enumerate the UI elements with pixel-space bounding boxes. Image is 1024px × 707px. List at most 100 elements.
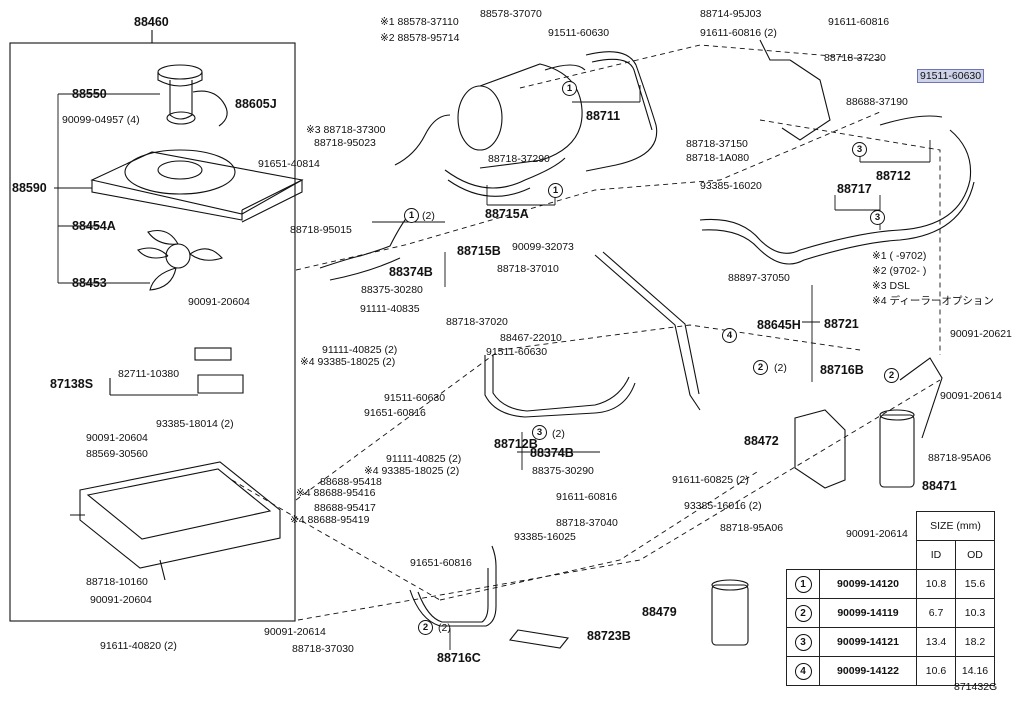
part-88374B-top[interactable]: 88374B (389, 265, 433, 279)
part-93385-18014[interactable]: 93385-18014 (2) (156, 418, 234, 430)
part-91611-60825[interactable]: 91611-60825 (2) (672, 474, 749, 486)
part-91611-60816-top[interactable]: 91611-60816 (828, 16, 890, 28)
part-91611-60816-mid[interactable]: 91611-60816 (556, 491, 618, 503)
part-88718-95A06-b[interactable]: 88718-95A06 (720, 522, 784, 534)
part-88712B[interactable]: 88712B (494, 437, 538, 451)
part-88688-37190[interactable]: 88688-37190 (846, 96, 908, 108)
part-88460[interactable]: 88460 (134, 15, 169, 29)
part-88714-95J03[interactable]: 88714-95J03 (700, 8, 762, 20)
part-88718-10160[interactable]: 88718-10160 (86, 576, 148, 588)
part-91511-60630-mid[interactable]: 91511-60630 (486, 346, 548, 358)
legend-line-1: ※1 ( -9702) (872, 250, 927, 262)
callout-qty-d: (2) (438, 622, 451, 634)
part-93385-18025-a[interactable]: ※4 93385-18025 (2) (300, 356, 396, 368)
callout-1-b: 1 (548, 183, 563, 198)
part-88718-37020[interactable]: 88718-37020 (446, 316, 508, 328)
part-88718-37040[interactable]: 88718-37040 (556, 517, 618, 529)
callout-qty-a: (2) (422, 210, 435, 222)
part-91111-40825-a[interactable]: 91111-40825 (2) (322, 344, 398, 356)
part-88715B[interactable]: 88715B (457, 244, 501, 258)
part-93385-18025-b[interactable]: ※4 93385-18025 (2) (364, 465, 460, 477)
part-91611-40820[interactable]: 91611-40820 (2) (100, 640, 177, 652)
part-88605J[interactable]: 88605J (235, 97, 277, 111)
part-93385-16025[interactable]: 93385-16025 (514, 531, 576, 543)
part-88717[interactable]: 88717 (837, 182, 872, 196)
part-90091-20621[interactable]: 90091-20621 (950, 328, 1012, 340)
part-91111-40835[interactable]: 91111-40835 (360, 303, 420, 315)
part-93385-16020[interactable]: 93385-16020 (700, 180, 762, 192)
part-90099-32073[interactable]: 90099-32073 (512, 241, 574, 253)
part-90091-20604-b[interactable]: 90091-20604 (86, 432, 148, 444)
part-88688-95419[interactable]: ※4 88688-95419 (290, 514, 370, 526)
part-88453[interactable]: 88453 (72, 276, 107, 290)
part-88472[interactable]: 88472 (744, 434, 779, 448)
size-row-part[interactable]: 90099-14120 (819, 569, 917, 599)
part-91651-60816-a[interactable]: 91651-60816 (364, 407, 426, 419)
part-88718-95A06-a[interactable]: 88718-95A06 (928, 452, 992, 464)
part-88718-37230[interactable]: 88718-37230 (824, 52, 886, 64)
part-88718-37010[interactable]: 88718-37010 (497, 263, 559, 275)
part-88688-95417[interactable]: 88688-95417 (314, 502, 376, 514)
callout-1-a: 1 (562, 81, 577, 96)
callout-1-c: 1 (404, 208, 419, 223)
part-90099-04957[interactable]: 90099-04957 (4) (62, 114, 140, 126)
part-88716B[interactable]: 88716B (820, 363, 864, 377)
part-88721[interactable]: 88721 (824, 317, 859, 331)
callout-3-b: 3 (870, 210, 885, 225)
part-88454A[interactable]: 88454A (72, 219, 116, 233)
part-91511-60630-highlighted[interactable]: 91511-60630 (916, 69, 985, 83)
part-90091-20614-c[interactable]: 90091-20614 (264, 626, 326, 638)
part-91651-60816-b[interactable]: 91651-60816 (410, 557, 472, 569)
callout-3-a: 3 (852, 142, 867, 157)
part-88718-37030[interactable]: 88718-37030 (292, 643, 354, 655)
part-88590[interactable]: 88590 (12, 181, 47, 195)
part-91511-60630-top[interactable]: 91511-60630 (548, 27, 610, 39)
part-88375-30280[interactable]: 88375-30280 (361, 284, 423, 296)
part-88718-1A080[interactable]: 88718-1A080 (686, 152, 750, 164)
part-90091-20614-a[interactable]: 90091-20614 (940, 390, 1002, 402)
part-90091-20614-b[interactable]: 90091-20614 (846, 528, 908, 540)
callout-2-c: 2 (418, 620, 433, 635)
part-88479[interactable]: 88479 (642, 605, 677, 619)
part-88712[interactable]: 88712 (876, 169, 911, 183)
part-90091-20604-a[interactable]: 90091-20604 (188, 296, 250, 308)
callout-2-a: 2 (753, 360, 768, 375)
part-93385-16016[interactable]: 93385-16016 (2) (684, 500, 762, 512)
legend: ※1 ( -9702) ※2 (9702- ) ※3 DSL ※4 ディーラーオ… (872, 250, 994, 307)
part-88715A[interactable]: 88715A (485, 207, 529, 221)
part-88688-95418[interactable]: 88688-95418 (320, 476, 382, 488)
size-row: 3 90099-14121 13.4 18.2 (786, 627, 995, 657)
part-91651-40814[interactable]: 91651-40814 (258, 158, 320, 170)
part-90091-20604-c[interactable]: 90091-20604 (90, 594, 152, 606)
size-row-part[interactable]: 90099-14121 (819, 627, 917, 657)
part-88569-30560[interactable]: 88569-30560 (86, 448, 148, 460)
part-88375-30290[interactable]: 88375-30290 (532, 465, 594, 477)
part-88723B[interactable]: 88723B (587, 629, 631, 643)
part-88718-37150[interactable]: 88718-37150 (686, 138, 748, 150)
part-88718-37290[interactable]: 88718-37290 (488, 153, 550, 165)
part-88645H[interactable]: 88645H (757, 318, 801, 332)
part-88711[interactable]: 88711 (586, 109, 621, 123)
part-88716C[interactable]: 88716C (437, 651, 481, 665)
part-82711-10380[interactable]: 82711-10380 (118, 368, 180, 380)
size-row-part[interactable]: 90099-14119 (819, 598, 917, 628)
callout-qty-c: (2) (552, 428, 565, 440)
part-88467-22010[interactable]: 88467-22010 (500, 332, 562, 344)
part-91511-60630-low[interactable]: 91511-60630 (384, 392, 446, 404)
part-91611-60816-2[interactable]: 91611-60816 (2) (700, 27, 777, 39)
part-88374B-mid[interactable]: 88374B (530, 446, 574, 460)
size-row-od: 18.2 (955, 627, 995, 657)
part-88688-95416[interactable]: ※4 88688-95416 (296, 487, 376, 499)
size-row-part[interactable]: 90099-14122 (819, 656, 917, 686)
callout-4-a: 4 (722, 328, 737, 343)
part-87138S[interactable]: 87138S (50, 377, 94, 391)
part-91111-40825-b[interactable]: 91111-40825 (2) (386, 453, 462, 465)
legend-line-3: ※3 DSL (872, 280, 910, 292)
size-row: 4 90099-14122 10.6 14.16 (786, 656, 995, 686)
part-88471[interactable]: 88471 (922, 479, 957, 493)
part-88897-37050[interactable]: 88897-37050 (728, 272, 790, 284)
part-88550[interactable]: 88550 (72, 87, 107, 101)
part-88718-95015[interactable]: 88718-95015 (290, 224, 352, 236)
part-88578-37070[interactable]: 88578-37070 (480, 8, 542, 20)
